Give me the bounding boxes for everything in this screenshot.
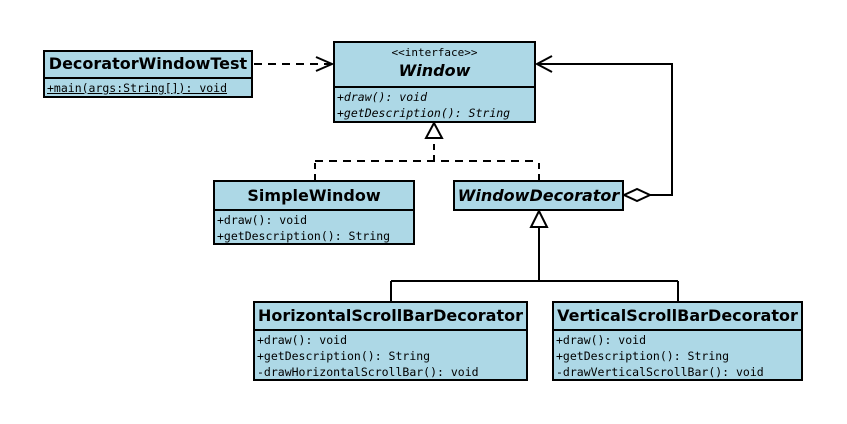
method-draw: +draw(): void — [556, 333, 647, 347]
class-header: <<interface>> Window — [335, 43, 534, 88]
method-draw: +draw(): void — [257, 333, 348, 347]
class-decorator-window-test[interactable]: DecoratorWindowTest +main(args:String[])… — [43, 50, 253, 98]
class-name: WindowDecorator — [457, 186, 620, 205]
aggregation-arrow-decorator-to-window — [534, 55, 673, 203]
method-get-description: +getDescription(): String — [257, 349, 431, 363]
class-window-decorator[interactable]: WindowDecorator — [453, 180, 624, 211]
realization-arrow-to-window — [314, 120, 540, 180]
method-draw-horizontal-scroll-bar: -drawHorizontalScrollBar(): void — [257, 365, 479, 379]
class-simple-window[interactable]: SimpleWindow +draw(): void +getDescripti… — [213, 180, 415, 245]
class-name: HorizontalScrollBarDecorator — [255, 303, 526, 331]
class-name: SimpleWindow — [215, 182, 413, 211]
stereotype-label: <<interface>> — [391, 46, 478, 59]
method-draw: +draw(): void — [217, 213, 308, 227]
class-members: +draw(): void +getDescription(): String … — [554, 331, 801, 381]
class-horizontal-scroll-bar-decorator[interactable]: HorizontalScrollBarDecorator +draw(): vo… — [253, 301, 528, 381]
method-draw: +draw(): void — [337, 90, 428, 104]
class-members: +main(args:String[]): void — [45, 79, 251, 97]
method-get-description: +getDescription(): String — [337, 106, 511, 120]
interface-window[interactable]: <<interface>> Window +draw(): void +getD… — [333, 41, 536, 123]
method-main: +main(args:String[]): void — [47, 81, 228, 95]
class-name: DecoratorWindowTest — [45, 52, 251, 79]
class-members: +draw(): void +getDescription(): String — [335, 88, 534, 122]
class-name: VerticalScrollBarDecorator — [554, 303, 801, 331]
class-vertical-scroll-bar-decorator[interactable]: VerticalScrollBarDecorator +draw(): void… — [552, 301, 803, 381]
class-members: +draw(): void +getDescription(): String … — [255, 331, 526, 381]
class-members: +draw(): void +getDescription(): String — [215, 211, 413, 245]
dependency-arrow-test-to-window — [254, 56, 335, 72]
method-draw-vertical-scroll-bar: -drawVerticalScrollBar(): void — [556, 365, 764, 379]
method-get-description: +getDescription(): String — [217, 229, 391, 243]
method-get-description: +getDescription(): String — [556, 349, 730, 363]
class-name: Window — [398, 61, 471, 80]
generalization-arrow-to-decorator — [390, 208, 679, 301]
